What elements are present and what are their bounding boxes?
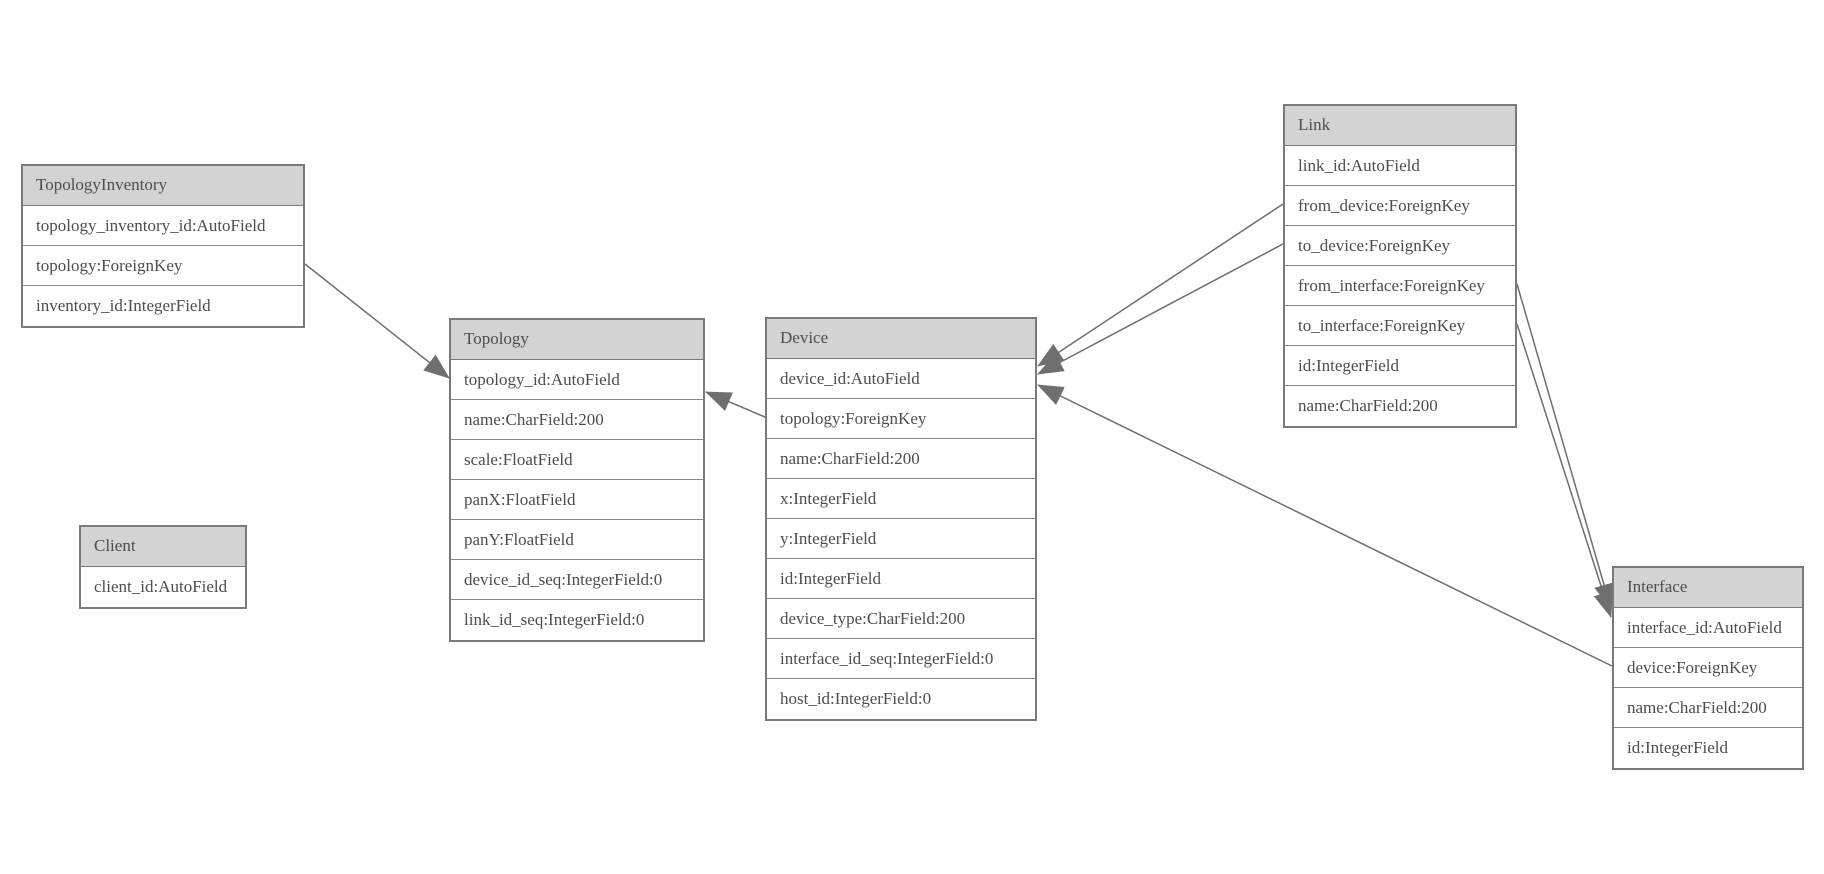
entity-field-device-6: device_type:CharField:200 bbox=[767, 599, 1035, 639]
connection-topology-inventory-topology-to-topology-topology-id bbox=[304, 263, 450, 379]
entity-field-link-5: id:IntegerField bbox=[1285, 346, 1515, 386]
entity-field-client-0: client_id:AutoField bbox=[81, 567, 245, 607]
entity-field-topology-1: name:CharField:200 bbox=[451, 400, 703, 440]
entity-field-topology-5: device_id_seq:IntegerField:0 bbox=[451, 560, 703, 600]
entity-header-interface: Interface bbox=[1614, 568, 1802, 608]
entity-field-link-2: to_device:ForeignKey bbox=[1285, 226, 1515, 266]
entity-header-topology: Topology bbox=[451, 320, 703, 360]
entity-field-topology-4: panY:FloatField bbox=[451, 520, 703, 560]
connection-interface-device-to-device-device-id bbox=[1037, 384, 1613, 667]
entity-field-device-7: interface_id_seq:IntegerField:0 bbox=[767, 639, 1035, 679]
entity-header-topology-inventory: TopologyInventory bbox=[23, 166, 303, 206]
entity-header-device: Device bbox=[767, 319, 1035, 359]
connection-link-to-device-to-device-device-id bbox=[1037, 243, 1284, 375]
entity-field-device-5: id:IntegerField bbox=[767, 559, 1035, 599]
connection-device-topology-to-topology-topology-id bbox=[705, 391, 766, 418]
entity-header-link: Link bbox=[1285, 106, 1515, 146]
entity-field-interface-1: device:ForeignKey bbox=[1614, 648, 1802, 688]
entity-field-device-0: device_id:AutoField bbox=[767, 359, 1035, 399]
entity-field-link-1: from_device:ForeignKey bbox=[1285, 186, 1515, 226]
entity-field-device-8: host_id:IntegerField:0 bbox=[767, 679, 1035, 719]
entity-field-link-0: link_id:AutoField bbox=[1285, 146, 1515, 186]
entity-field-topology-0: topology_id:AutoField bbox=[451, 360, 703, 400]
connection-link-from-interface-to-interface-interface-id bbox=[1516, 283, 1614, 610]
entity-field-link-6: name:CharField:200 bbox=[1285, 386, 1515, 426]
entity-field-device-2: name:CharField:200 bbox=[767, 439, 1035, 479]
entity-field-device-3: x:IntegerField bbox=[767, 479, 1035, 519]
connection-link-to-interface-to-interface-interface-id bbox=[1516, 323, 1613, 618]
entity-field-link-3: from_interface:ForeignKey bbox=[1285, 266, 1515, 306]
entity-field-interface-3: id:IntegerField bbox=[1614, 728, 1802, 768]
entity-field-topology-3: panX:FloatField bbox=[451, 480, 703, 520]
entity-field-interface-2: name:CharField:200 bbox=[1614, 688, 1802, 728]
entity-header-client: Client bbox=[81, 527, 245, 567]
entity-field-topology-6: link_id_seq:IntegerField:0 bbox=[451, 600, 703, 640]
entity-field-topology-inventory-2: inventory_id:IntegerField bbox=[23, 286, 303, 326]
entity-field-topology-inventory-1: topology:ForeignKey bbox=[23, 246, 303, 286]
entity-field-topology-2: scale:FloatField bbox=[451, 440, 703, 480]
entity-field-device-4: y:IntegerField bbox=[767, 519, 1035, 559]
entity-field-interface-0: interface_id:AutoField bbox=[1614, 608, 1802, 648]
entity-field-link-4: to_interface:ForeignKey bbox=[1285, 306, 1515, 346]
connection-link-from-device-to-device-device-id bbox=[1037, 203, 1284, 367]
entity-field-topology-inventory-0: topology_inventory_id:AutoField bbox=[23, 206, 303, 246]
entity-field-device-1: topology:ForeignKey bbox=[767, 399, 1035, 439]
